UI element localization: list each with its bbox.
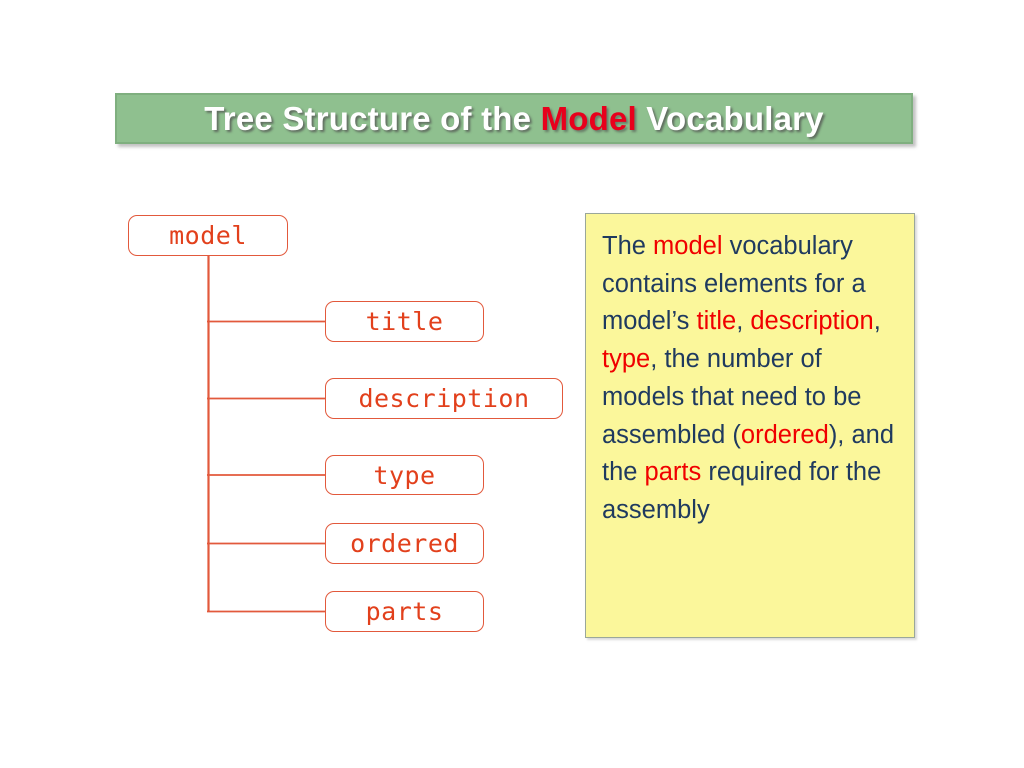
tree-node-ordered-label: ordered bbox=[350, 529, 459, 558]
description-keyword: title bbox=[696, 307, 737, 336]
page-title: Tree Structure of the Model Vocabulary bbox=[204, 100, 823, 138]
tree-node-model-label: model bbox=[169, 221, 247, 250]
description-segment: , the number of models that need to be a… bbox=[602, 345, 862, 449]
tree-node-description[interactable]: description bbox=[325, 378, 563, 419]
description-keyword: type bbox=[602, 345, 651, 374]
description-segment: required for the assembly bbox=[602, 458, 882, 524]
description-segment: The bbox=[602, 232, 654, 260]
tree-node-model[interactable]: model bbox=[128, 215, 288, 256]
description-text: The model vocabulary contains elements f… bbox=[602, 228, 900, 530]
tree-node-ordered[interactable]: ordered bbox=[325, 523, 484, 564]
description-keyword: parts bbox=[644, 458, 702, 487]
description-keyword: ordered bbox=[740, 420, 829, 449]
description-callout-box: The model vocabulary contains elements f… bbox=[585, 213, 915, 638]
tree-node-type-label: type bbox=[373, 460, 436, 490]
description-keyword: model bbox=[653, 232, 723, 260]
title-part-highlight: Model bbox=[540, 99, 637, 137]
tree-node-type[interactable]: type bbox=[325, 455, 484, 495]
tree-node-parts-label: parts bbox=[365, 597, 444, 626]
description-segment: , bbox=[873, 307, 881, 336]
tree-node-description-label: description bbox=[358, 384, 530, 413]
title-part-3: Vocabulary bbox=[636, 99, 824, 137]
tree-node-parts[interactable]: parts bbox=[325, 591, 484, 632]
description-keyword: description bbox=[750, 307, 874, 336]
tree-connector-lines bbox=[207, 256, 325, 613]
tree-node-title[interactable]: title bbox=[325, 301, 484, 342]
tree-node-title-label: title bbox=[365, 307, 444, 336]
title-part-1: Tree Structure of the bbox=[204, 99, 541, 137]
description-segment: ), and the bbox=[602, 420, 895, 487]
description-segment: vocabulary contains elements for a model… bbox=[602, 232, 866, 336]
description-segment: , bbox=[736, 307, 751, 336]
tree-diagram: model title description type ordered par… bbox=[128, 215, 563, 632]
slide-title-banner: Tree Structure of the Model Vocabulary bbox=[115, 93, 913, 144]
